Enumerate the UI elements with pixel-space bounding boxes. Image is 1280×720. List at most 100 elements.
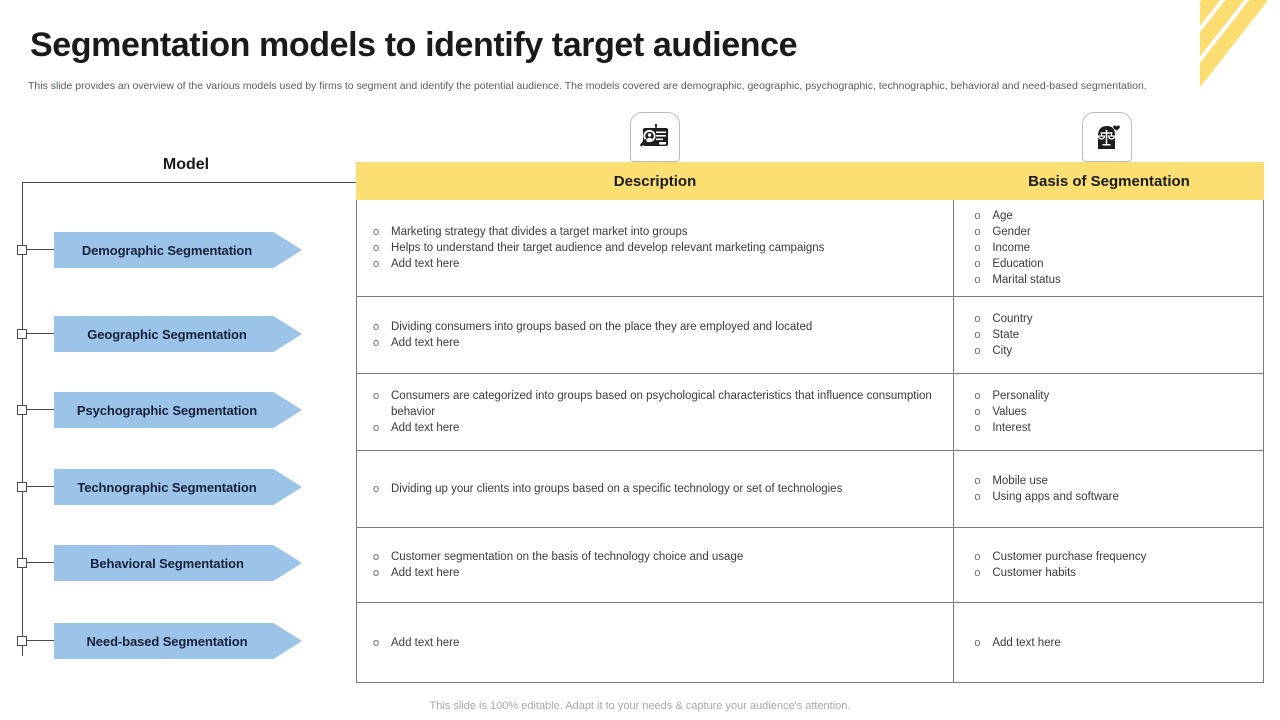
head-balance-scale-icon: [1092, 123, 1122, 151]
node-marker-icon: [17, 405, 27, 415]
bullet-item: Interest: [970, 420, 1049, 436]
bullet-item: Mobile use: [970, 473, 1119, 489]
bullet-list: Add text here: [970, 635, 1060, 651]
bullet-list: Dividing up your clients into groups bas…: [369, 481, 842, 497]
table-row: Dividing consumers into groups based on …: [357, 297, 1263, 374]
model-label: Behavioral Segmentation: [90, 555, 244, 571]
model-spine-line: [22, 182, 23, 656]
model-label: Psychographic Segmentation: [76, 402, 258, 418]
bullet-list: Add text here: [369, 635, 459, 651]
model-label: Geographic Segmentation: [87, 326, 247, 342]
node-marker-icon: [17, 329, 27, 339]
bullet-item: Add text here: [369, 565, 743, 581]
cell-description: Dividing consumers into groups based on …: [357, 297, 955, 373]
model-label: Need-based Segmentation: [86, 633, 248, 649]
bullet-item: Education: [970, 256, 1060, 272]
description-icon-badge: [630, 112, 680, 162]
cell-description: Customer segmentation on the basis of te…: [357, 528, 955, 602]
bullet-list: Customer segmentation on the basis of te…: [369, 549, 743, 581]
model-arrow[interactable]: Demographic Segmentation: [54, 232, 302, 268]
table-body: Marketing strategy that divides a target…: [356, 200, 1264, 683]
model-top-rule: [22, 182, 358, 183]
bullet-item: Add text here: [369, 256, 824, 272]
bullet-item: Consumers are categorized into groups ba…: [369, 388, 953, 420]
sidebar-item-need-based[interactable]: Need-based Segmentation: [0, 623, 360, 659]
segmentation-table: Description Basis of Segmentation Market…: [356, 162, 1264, 683]
bullet-item: Customer purchase frequency: [970, 549, 1146, 565]
sidebar-item-geographic[interactable]: Geographic Segmentation: [0, 316, 360, 352]
node-connector: [27, 333, 59, 334]
model-arrow[interactable]: Geographic Segmentation: [54, 316, 302, 352]
model-arrow[interactable]: Psychographic Segmentation: [54, 392, 302, 428]
bullet-item: State: [970, 327, 1032, 343]
bullet-item: Values: [970, 404, 1049, 420]
bullet-item: Dividing consumers into groups based on …: [369, 319, 812, 335]
slide-title: Segmentation models to identify target a…: [30, 26, 798, 64]
model-arrow[interactable]: Technographic Segmentation: [54, 469, 302, 505]
node-marker-icon: [17, 482, 27, 492]
cell-description: Add text here: [357, 603, 955, 682]
node-marker-icon: [17, 558, 27, 568]
sidebar-item-behavioral[interactable]: Behavioral Segmentation: [0, 545, 360, 581]
node-connector: [27, 409, 59, 410]
node-connector: [27, 562, 59, 563]
bullet-list: Marketing strategy that divides a target…: [369, 224, 824, 272]
node-connector: [27, 486, 59, 487]
model-column-heading: Model: [162, 156, 210, 173]
table-row: Consumers are categorized into groups ba…: [357, 374, 1263, 451]
bullet-list: PersonalityValuesInterest: [970, 388, 1049, 436]
bullet-item: Add text here: [970, 635, 1060, 651]
bullet-item: City: [970, 343, 1032, 359]
column-header-basis: Basis of Segmentation: [1028, 172, 1190, 190]
bullet-item: Personality: [970, 388, 1049, 404]
sidebar-item-technographic[interactable]: Technographic Segmentation: [0, 469, 360, 505]
decorative-stripes: [1200, 0, 1280, 110]
bullet-item: Customer segmentation on the basis of te…: [369, 549, 743, 565]
bullet-item: Add text here: [369, 335, 812, 351]
table-row: Add text here Add text here: [357, 603, 1263, 682]
table-row: Dividing up your clients into groups bas…: [357, 451, 1263, 528]
table-row: Customer segmentation on the basis of te…: [357, 528, 1263, 603]
bullet-item: Dividing up your clients into groups bas…: [369, 481, 842, 497]
bullet-list: Dividing consumers into groups based on …: [369, 319, 812, 351]
slide-subtitle: This slide provides an overview of the v…: [28, 80, 1147, 92]
model-label: Demographic Segmentation: [81, 242, 253, 258]
bullet-list: AgeGenderIncomeEducationMarital status: [970, 208, 1060, 288]
stripe-1: [1200, 0, 1246, 102]
footer-note: This slide is 100% editable. Adapt it to…: [429, 700, 851, 712]
cell-basis: PersonalityValuesInterest: [954, 374, 1263, 450]
bullet-item: Using apps and software: [970, 489, 1119, 505]
bullet-item: Age: [970, 208, 1060, 224]
bullet-item: Add text here: [369, 420, 953, 436]
bullet-item: Marketing strategy that divides a target…: [369, 224, 824, 240]
table-row: Marketing strategy that divides a target…: [357, 200, 1263, 297]
basis-icon-badge: [1082, 112, 1132, 162]
bullet-item: Add text here: [369, 635, 459, 651]
node-connector: [27, 249, 59, 250]
node-marker-icon: [17, 636, 27, 646]
node-marker-icon: [17, 245, 27, 255]
model-arrow[interactable]: Need-based Segmentation: [54, 623, 302, 659]
node-connector: [27, 640, 59, 641]
stripe-3: [1200, 0, 1280, 102]
bullet-item: Country: [970, 311, 1032, 327]
bullet-list: CountryStateCity: [970, 311, 1032, 359]
bullet-list: Consumers are categorized into groups ba…: [369, 388, 953, 436]
stripe-2: [1200, 0, 1270, 102]
sidebar-item-psychographic[interactable]: Psychographic Segmentation: [0, 392, 360, 428]
bullet-list: Mobile useUsing apps and software: [970, 473, 1119, 505]
sidebar-item-demographic[interactable]: Demographic Segmentation: [0, 232, 360, 268]
cell-description: Marketing strategy that divides a target…: [357, 200, 955, 296]
cell-basis: AgeGenderIncomeEducationMarital status: [954, 200, 1263, 296]
bullet-item: Marital status: [970, 272, 1060, 288]
bullet-item: Gender: [970, 224, 1060, 240]
cell-description: Consumers are categorized into groups ba…: [357, 374, 955, 450]
column-header-description: Description: [613, 172, 697, 190]
cell-basis: Customer purchase frequencyCustomer habi…: [954, 528, 1263, 602]
model-arrow[interactable]: Behavioral Segmentation: [54, 545, 302, 581]
cell-description: Dividing up your clients into groups bas…: [357, 451, 955, 527]
table-header-row: Description Basis of Segmentation: [356, 162, 1264, 200]
model-label: Technographic Segmentation: [77, 479, 257, 495]
bullet-item: Helps to understand their target audienc…: [369, 240, 824, 256]
